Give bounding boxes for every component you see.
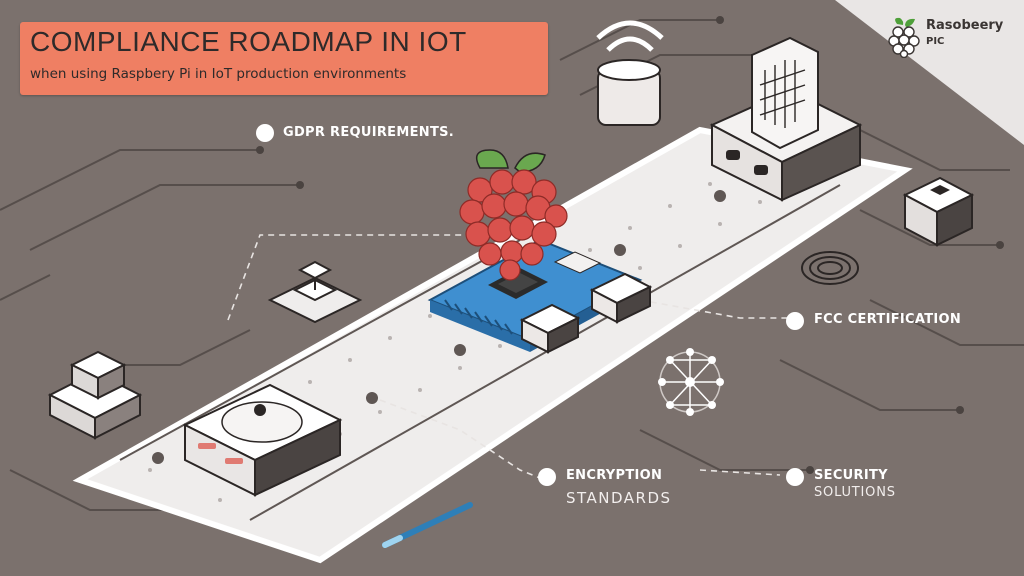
milestone-encryption-label: ENCRYPTION <box>566 468 663 483</box>
corner-highlight <box>835 0 1024 145</box>
brand-logo: Rasobeery PIC <box>888 16 1008 64</box>
brand-sub: PIC <box>926 36 945 47</box>
wifi-icon <box>596 20 664 126</box>
page-title: COMPLIANCE ROADMAP IN IOT <box>30 26 467 57</box>
title-banner: COMPLIANCE ROADMAP IN IOT when using Ras… <box>20 22 548 95</box>
encryption-marker <box>538 468 556 486</box>
raspberry-icon <box>459 149 568 281</box>
network-node-icon <box>658 348 724 416</box>
server-icon <box>709 36 863 202</box>
milestone-encryption-sublabel: STANDARDS <box>566 489 672 507</box>
security-marker <box>786 468 804 486</box>
fcc-marker <box>786 312 804 330</box>
connector-lines <box>227 234 790 479</box>
milestone-security-sublabel: SOLUTIONS <box>814 485 896 500</box>
path-nodes <box>152 190 726 464</box>
raspberry-logo-icon <box>888 17 920 58</box>
milestone-gdpr-label: GDPR REQUIREMENTS. <box>283 125 455 140</box>
brand-name: Rasobeery <box>926 18 1004 33</box>
milestone-security-label: SECURITY <box>814 468 888 483</box>
hardware-module-icon <box>902 176 975 247</box>
data-node-icon <box>267 260 363 324</box>
page-subtitle: when using Raspbery Pi in IoT production… <box>30 66 407 82</box>
usb-connector-icon <box>519 272 653 354</box>
cooling-fan-icon <box>182 383 343 497</box>
gdpr-marker <box>256 124 274 142</box>
stylus-icon <box>382 502 473 548</box>
milestone-fcc-label: FCC CERTIFICATION <box>814 312 962 327</box>
stacked-blocks-icon <box>47 350 143 440</box>
fingerprint-icon <box>801 251 859 285</box>
